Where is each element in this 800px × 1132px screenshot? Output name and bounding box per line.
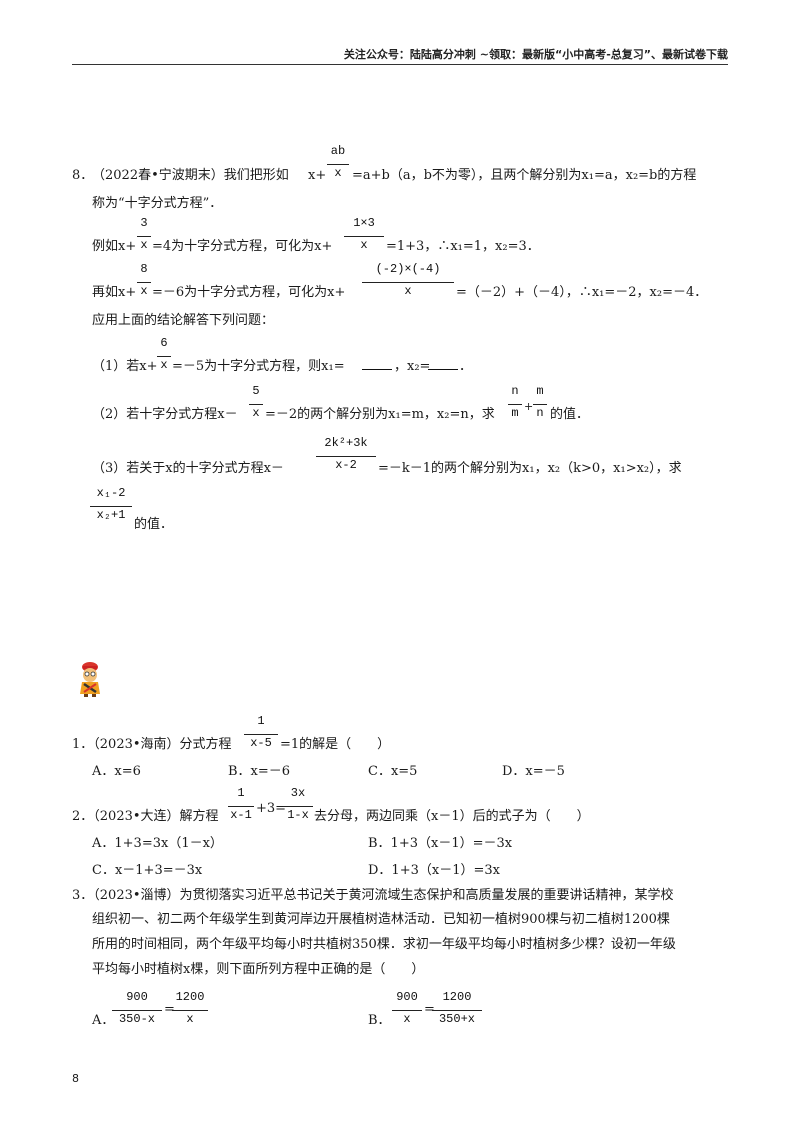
- denominator: x: [334, 166, 342, 180]
- q8-stem-start: （2022春•宁波期末）我们把形如: [92, 168, 289, 183]
- option-a-label: A．: [92, 1013, 115, 1028]
- fraction-900-over-x: 900 x: [392, 990, 422, 1034]
- answer-blank-x1[interactable]: [362, 358, 392, 376]
- page-header: 关注公众号：陆陆高分冲刺 ~领取：最新版“小中高考-总复习”、最新试卷下载: [343, 48, 728, 61]
- q3-line4: 平均每小时植树x棵，则下面所列方程中正确的是（ ）: [92, 962, 425, 977]
- q3-line1: 3．（2023•淄博）为贯彻落实习近平总书记关于黄河流域生态保护和高质量发展的重…: [72, 888, 674, 903]
- q8-stem-end: =a+b（a，b不为零），且两个解分别为x₁=a，x₂=b的方程: [352, 168, 697, 183]
- q2-option-b[interactable]: B．1+3（x－1）=－3x: [368, 836, 513, 851]
- q8-x-plus: x+: [308, 168, 327, 183]
- numerator: ab: [330, 144, 346, 158]
- fraction-5-over-x: 5 x: [249, 384, 263, 428]
- fraction-1x3-over-x: 1×3 x: [344, 216, 384, 260]
- equals-sign: =: [424, 1002, 435, 1017]
- q1-option-a[interactable]: A．x=6: [92, 764, 141, 779]
- fraction-3-over-x: 3 x: [137, 216, 151, 260]
- example2-mid: =－6为十字分式方程，可化为x+: [152, 285, 346, 300]
- q3-line3: 所用的时间相同，两个年级平均每小时共植树350棵．求初一年级平均每小时植树多少棵…: [92, 937, 676, 952]
- fraction-1-over-x-5: 1 x-5: [244, 714, 278, 758]
- part2-mid: =－2的两个解分别为x₁=m，x₂=n，求: [265, 407, 495, 422]
- q2-stem-end: 去分母，两边同乘（x－1）后的式子为（ ）: [314, 809, 590, 824]
- q1-option-d[interactable]: D．x=－5: [502, 764, 565, 779]
- q2-mid: +3=: [256, 801, 287, 816]
- part1-comma: ，x₂=: [394, 359, 431, 374]
- question-number: 8．: [72, 168, 94, 183]
- fraction-900-over-350-x: 900 350-x: [112, 990, 162, 1034]
- q1-option-c[interactable]: C．x=5: [368, 764, 418, 779]
- page-number: 8: [72, 1072, 79, 1085]
- fraction-8-over-x: 8 x: [137, 262, 151, 306]
- fraction-6-over-x: 6 x: [157, 336, 171, 380]
- q2-option-d[interactable]: D．1+3（x－1）=3x: [368, 863, 500, 878]
- part1-start: （1）若x+: [92, 359, 158, 374]
- part3-end: 的值．: [134, 517, 174, 532]
- q2-option-c[interactable]: C．x－1+3=－3x: [92, 863, 203, 878]
- answer-blank-x2[interactable]: [428, 358, 458, 376]
- q3-line2: 组织初一、初二两个年级学生到黄河岸边开展植树造林活动．已知初一植树900棵与初二…: [92, 912, 670, 927]
- plus-sign: +: [524, 400, 534, 413]
- apply-instruction: 应用上面的结论解答下列问题：: [92, 313, 275, 328]
- fraction-ab-over-x: ab x: [327, 144, 349, 188]
- q2-stem-start: 2．（2023•大连）解方程: [72, 809, 219, 824]
- example1-mid: =4为十字分式方程，可化为x+: [152, 239, 333, 254]
- q1-stem-start: 1．（2023•海南）分式方程: [72, 737, 232, 752]
- part1-mid: =－5为十字分式方程，则x₁=: [172, 359, 345, 374]
- pencil-mascot-icon: [72, 660, 108, 698]
- q1-option-b[interactable]: B．x=－6: [228, 764, 291, 779]
- fraction-1200-over-350-x: 1200 350+x: [432, 990, 482, 1034]
- example1-start: 例如x+: [92, 239, 137, 254]
- fraction-n-over-m: n m: [508, 384, 522, 428]
- part3-mid: =－k－1的两个解分别为x₁，x₂（k>0，x₁>x₂），求: [378, 461, 682, 476]
- header-rule: [72, 64, 728, 65]
- part2-start: （2）若十字分式方程x－: [92, 407, 238, 422]
- fraction-2k2-3k-over-x-2: 2k²+3k x-2: [316, 436, 376, 480]
- example2-end: =（－2）+（－4），∴x₁=－2，x₂=－4．: [456, 285, 708, 300]
- example1-end: =1+3，∴x₁=1，x₂=3．: [386, 239, 540, 254]
- part2-end: 的值．: [550, 407, 590, 422]
- part3-start: （3）若关于x的十字分式方程x－: [92, 461, 284, 476]
- part1-end: ．: [459, 359, 473, 374]
- fraction-1-over-x-1: 1 x-1: [228, 786, 254, 830]
- q8-stem-line2: 称为“十字分式方程”．: [92, 196, 223, 211]
- fraction-3x-over-1-x: 3x 1-x: [283, 786, 313, 830]
- example2-start: 再如x+: [92, 285, 137, 300]
- option-b-label: B．: [368, 1013, 391, 1028]
- fraction-x1-2-over-x2-1: x₁-2 x₂+1: [90, 486, 132, 530]
- fraction-m-over-n: m n: [533, 384, 547, 428]
- fraction-neg2x-neg4-over-x: (-2)×(-4) x: [362, 262, 454, 306]
- equals-sign: =: [164, 1002, 175, 1017]
- fraction-1200-over-x: 1200 x: [172, 990, 208, 1034]
- q1-stem-end: =1的解是（ ）: [280, 737, 391, 752]
- q2-option-a[interactable]: A．1+3=3x（1－x）: [92, 836, 223, 851]
